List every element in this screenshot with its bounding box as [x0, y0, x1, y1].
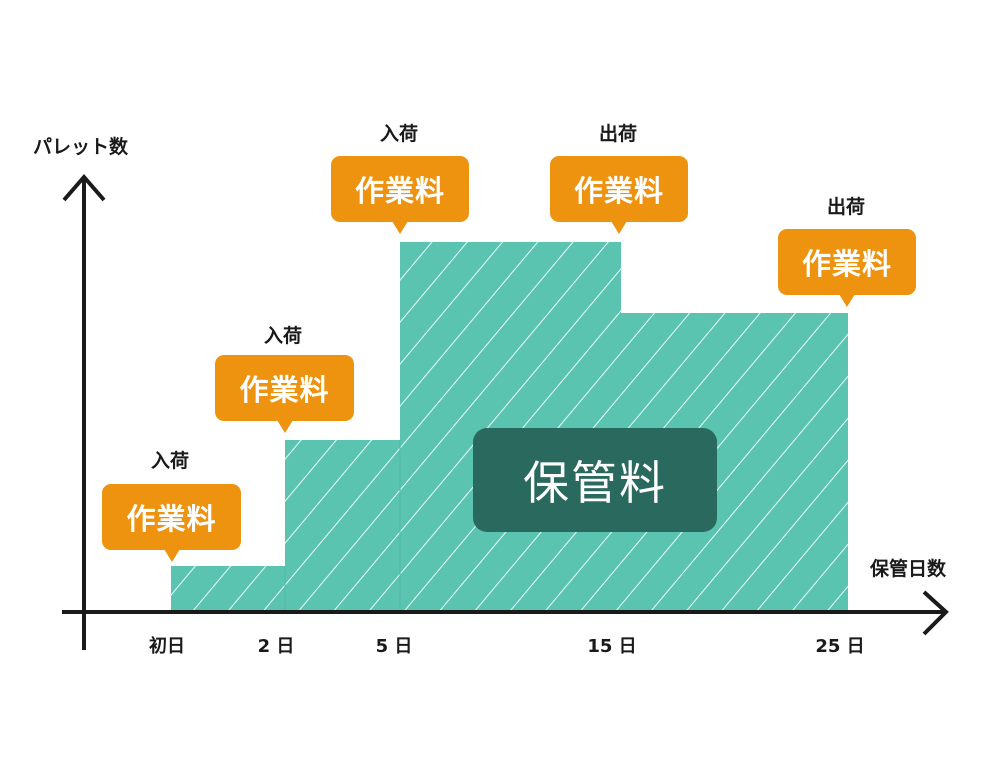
callout-pointer-icon	[164, 549, 180, 562]
tick-day-5: 5 日	[375, 636, 413, 657]
handling-fee-callout-1: 作業料	[102, 484, 241, 562]
event-label-shipment-2: 出荷	[826, 196, 866, 218]
event-label-arrival-3: 入荷	[379, 123, 419, 145]
event-label-arrival-1: 入荷	[150, 450, 190, 472]
storage-fee-label: 保管料	[473, 428, 717, 532]
y-axis-label: パレット数	[33, 136, 129, 158]
callout-pointer-icon	[277, 420, 293, 433]
handling-fee-callout-2: 作業料	[215, 355, 354, 433]
storage-area	[171, 242, 848, 612]
callout-text: 作業料	[239, 373, 330, 407]
handling-fee-callout-4: 作業料	[550, 156, 688, 234]
tick-day-25: 25 日	[815, 636, 865, 657]
x-axis-arrow-icon	[922, 590, 949, 636]
handling-fee-callout-3: 作業料	[331, 156, 469, 234]
tick-day-1: 初日	[149, 636, 185, 657]
tick-day-2: 2 日	[257, 636, 295, 657]
event-label-arrival-2: 入荷	[263, 325, 303, 347]
callout-pointer-icon	[392, 221, 408, 234]
callout-text: 作業料	[354, 174, 445, 208]
callout-text: 作業料	[801, 247, 892, 281]
callout-pointer-icon	[839, 294, 855, 307]
x-axis-label: 保管日数	[870, 558, 947, 580]
y-axis-arrow-icon	[62, 173, 106, 202]
callout-text: 作業料	[126, 502, 217, 536]
event-label-shipment-1: 出荷	[598, 123, 638, 145]
tick-day-15: 15 日	[587, 636, 637, 657]
callout-text: 作業料	[573, 174, 664, 208]
callout-pointer-icon	[611, 221, 627, 234]
handling-fee-callout-5: 作業料	[778, 229, 916, 307]
